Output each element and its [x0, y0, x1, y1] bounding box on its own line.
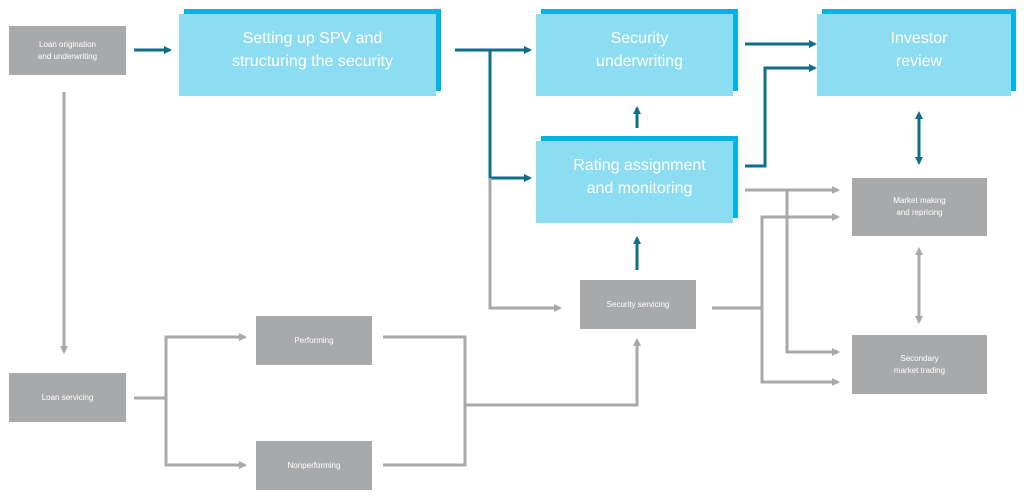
- performing-label: Performing: [294, 335, 334, 345]
- investor-review-label: Investor review: [890, 30, 948, 70]
- nonperforming-box: Nonperforming: [256, 441, 372, 490]
- rating-box: Rating assignment and monitoring: [536, 136, 738, 223]
- market-making-box: Market making and repricing: [852, 178, 987, 236]
- performing-box: Performing: [256, 316, 372, 365]
- spv-box: Setting up SPV and structuring the secur…: [179, 9, 441, 96]
- secondary-trading-label: Secondary market trading: [893, 353, 946, 375]
- loan-origination-label: Loan origination and underwriting: [37, 39, 98, 61]
- arrow-servicing-to-market-making: [712, 213, 840, 310]
- loan-origination-box: Loan origination and underwriting: [9, 26, 126, 75]
- secondary-trading-box: Secondary market trading: [852, 335, 987, 394]
- market-making-label: Market making and repricing: [893, 196, 946, 217]
- arrow-rating-to-secondary: [785, 190, 840, 356]
- security-underwriting-box: Security underwriting: [536, 9, 738, 96]
- arrow-rating-to-investor: [745, 64, 817, 168]
- arrow-loans-to-security-servicing: [383, 337, 637, 467]
- nonperforming-label: Nonperforming: [287, 460, 341, 470]
- rating-label: Rating assignment and monitoring: [573, 157, 706, 197]
- security-servicing-box: Security servicing: [580, 280, 696, 329]
- loan-servicing-label: Loan servicing: [41, 392, 94, 402]
- loan-servicing-box: Loan servicing: [9, 373, 126, 422]
- security-underwriting-label: Security underwriting: [595, 30, 684, 70]
- arrow-servicing-to-secondary: [760, 308, 840, 386]
- security-servicing-label: Security servicing: [606, 299, 670, 309]
- arrow-spv-to-security-servicing: [488, 178, 562, 312]
- spv-label: Setting up SPV and structuring the secur…: [232, 30, 393, 70]
- arrow-loan-servicing-to-nonperforming: [164, 398, 247, 469]
- arrow-loan-servicing-to-performing: [134, 333, 247, 400]
- investor-review-box: Investor review: [817, 9, 1016, 96]
- arrow-spv-to-rating: [488, 50, 532, 182]
